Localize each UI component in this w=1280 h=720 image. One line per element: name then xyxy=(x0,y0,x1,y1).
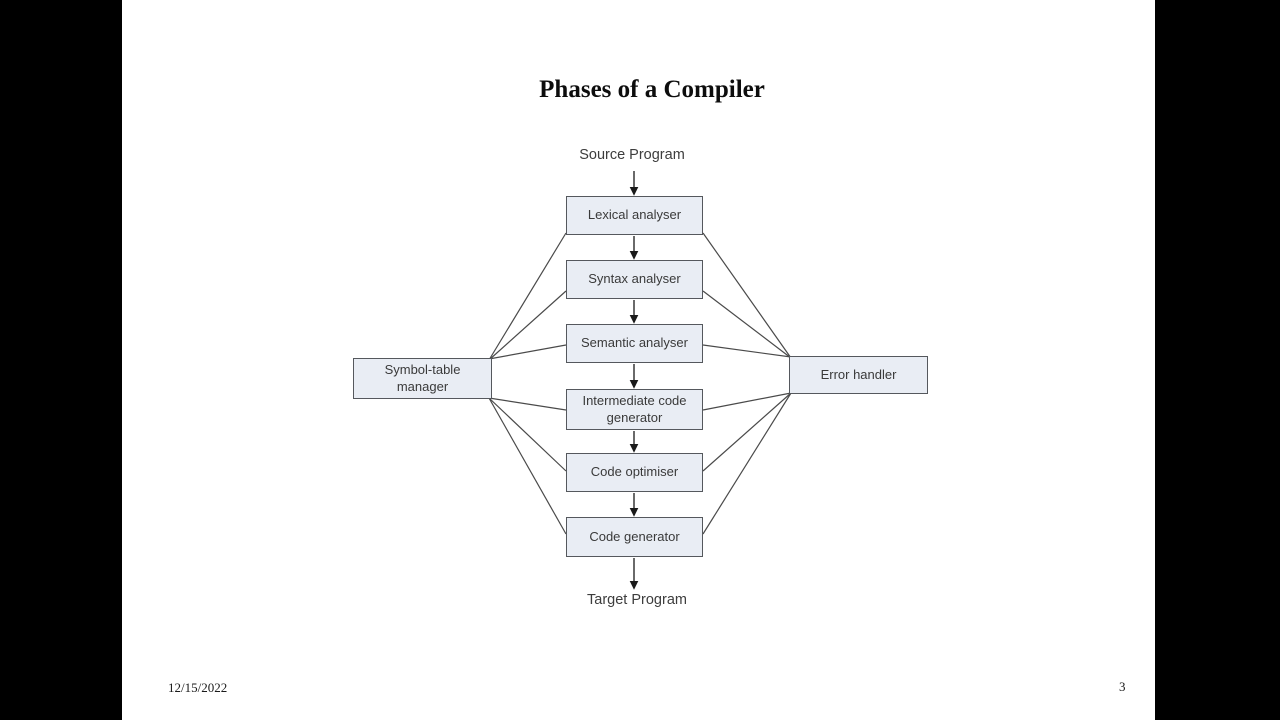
box-intermediate-code-generator: Intermediate code generator xyxy=(566,389,703,430)
box-semantic-analyser: Semantic analyser xyxy=(566,324,703,363)
source-program-label: Source Program xyxy=(579,147,685,163)
footer-date: 12/15/2022 xyxy=(168,680,228,695)
page-number: 3 xyxy=(1119,679,1126,694)
box-symbol-table-manager: Symbol-table manager xyxy=(353,358,492,399)
target-program-label: Target Program xyxy=(587,592,687,608)
box-code-generator: Code generator xyxy=(566,517,703,557)
box-lexical-analyser: Lexical analyser xyxy=(566,196,703,235)
box-syntax-analyser: Syntax analyser xyxy=(566,260,703,299)
box-error-handler: Error handler xyxy=(789,356,928,394)
slide-title: Phases of a Compiler xyxy=(539,76,765,103)
box-code-optimiser: Code optimiser xyxy=(566,453,703,492)
